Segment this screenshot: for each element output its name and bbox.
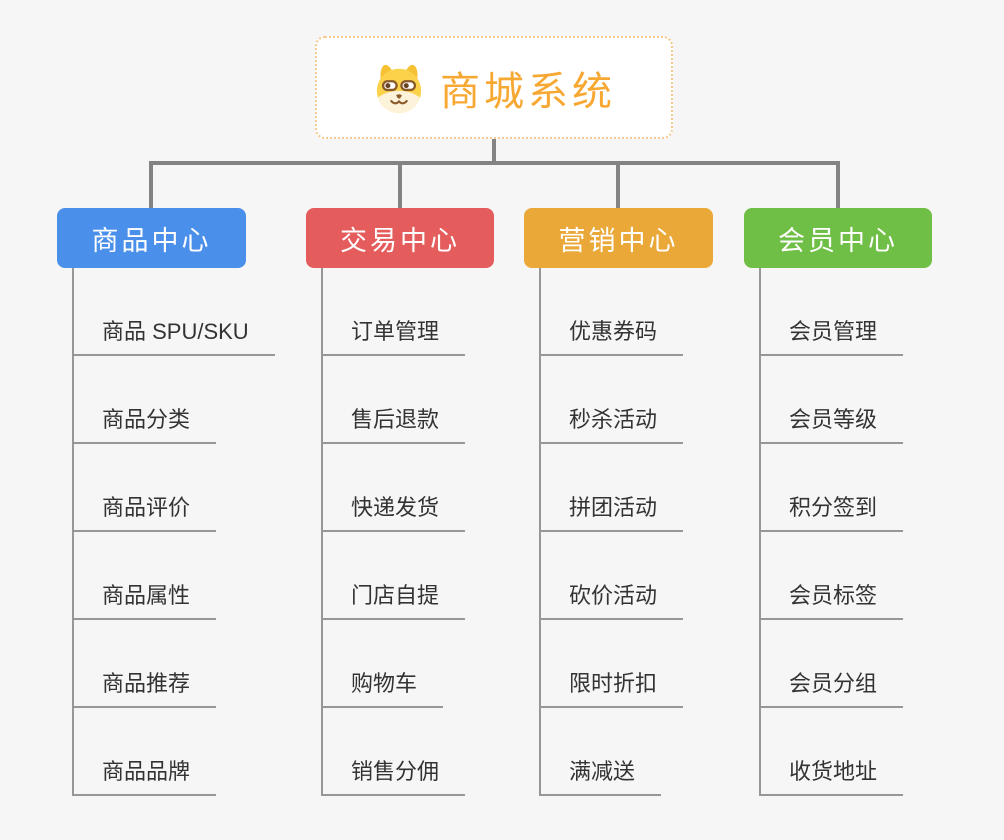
- node-item[interactable]: 门店自提: [323, 532, 466, 620]
- node-item[interactable]: 会员标签: [761, 532, 904, 620]
- node-item[interactable]: 砍价活动: [541, 532, 684, 620]
- node-item[interactable]: 限时折扣: [541, 620, 684, 708]
- node-item[interactable]: 秒杀活动: [541, 356, 684, 444]
- branch-header-trade-center[interactable]: 交易中心: [306, 208, 494, 268]
- root-node[interactable]: 商城系统: [315, 36, 673, 139]
- node-item[interactable]: 商品推荐: [74, 620, 217, 708]
- branch-header-product-center[interactable]: 商品中心: [57, 208, 246, 268]
- node-item[interactable]: 快递发货: [323, 444, 466, 532]
- branch-items-column: 优惠券码 秒杀活动 拼团活动 砍价活动 限时折扣 满减送: [539, 268, 684, 796]
- node-item[interactable]: 满减送: [541, 708, 662, 796]
- node-item[interactable]: 会员管理: [761, 268, 904, 356]
- node-item[interactable]: 商品分类: [74, 356, 217, 444]
- root-node-title: 商城系统: [440, 69, 616, 114]
- node-item[interactable]: 积分签到: [761, 444, 904, 532]
- node-item[interactable]: 销售分佣: [323, 708, 466, 796]
- node-item[interactable]: 订单管理: [323, 268, 466, 356]
- node-item[interactable]: 收货地址: [761, 708, 904, 796]
- shiba-dog-face-icon: [376, 64, 422, 113]
- branch-header-marketing-center[interactable]: 营销中心: [524, 208, 713, 268]
- node-item[interactable]: 优惠券码: [541, 268, 684, 356]
- node-item[interactable]: 会员等级: [761, 356, 904, 444]
- branch-items-column: 商品 SPU/SKU 商品分类 商品评价 商品属性 商品推荐 商品品牌: [72, 268, 275, 796]
- node-item[interactable]: 拼团活动: [541, 444, 684, 532]
- branch-trade-center: 交易中心 订单管理 售后退款 快递发货 门店自提 购物车 销售分佣: [306, 208, 494, 796]
- node-item[interactable]: 商品 SPU/SKU: [74, 268, 275, 356]
- branch-items-column: 会员管理 会员等级 积分签到 会员标签 会员分组 收货地址: [759, 268, 904, 796]
- branch-items-column: 订单管理 售后退款 快递发货 门店自提 购物车 销售分佣: [321, 268, 466, 796]
- node-item[interactable]: 售后退款: [323, 356, 466, 444]
- node-item[interactable]: 商品评价: [74, 444, 217, 532]
- node-item[interactable]: 会员分组: [761, 620, 904, 708]
- branch-header-member-center[interactable]: 会员中心: [744, 208, 932, 268]
- branch-member-center: 会员中心 会员管理 会员等级 积分签到 会员标签 会员分组 收货地址: [744, 208, 932, 796]
- node-item[interactable]: 购物车: [323, 620, 444, 708]
- branch-product-center: 商品中心 商品 SPU/SKU 商品分类 商品评价 商品属性 商品推荐 商品品牌: [57, 208, 275, 796]
- node-item[interactable]: 商品品牌: [74, 708, 217, 796]
- node-item[interactable]: 商品属性: [74, 532, 217, 620]
- branch-marketing-center: 营销中心 优惠券码 秒杀活动 拼团活动 砍价活动 限时折扣 满减送: [524, 208, 713, 796]
